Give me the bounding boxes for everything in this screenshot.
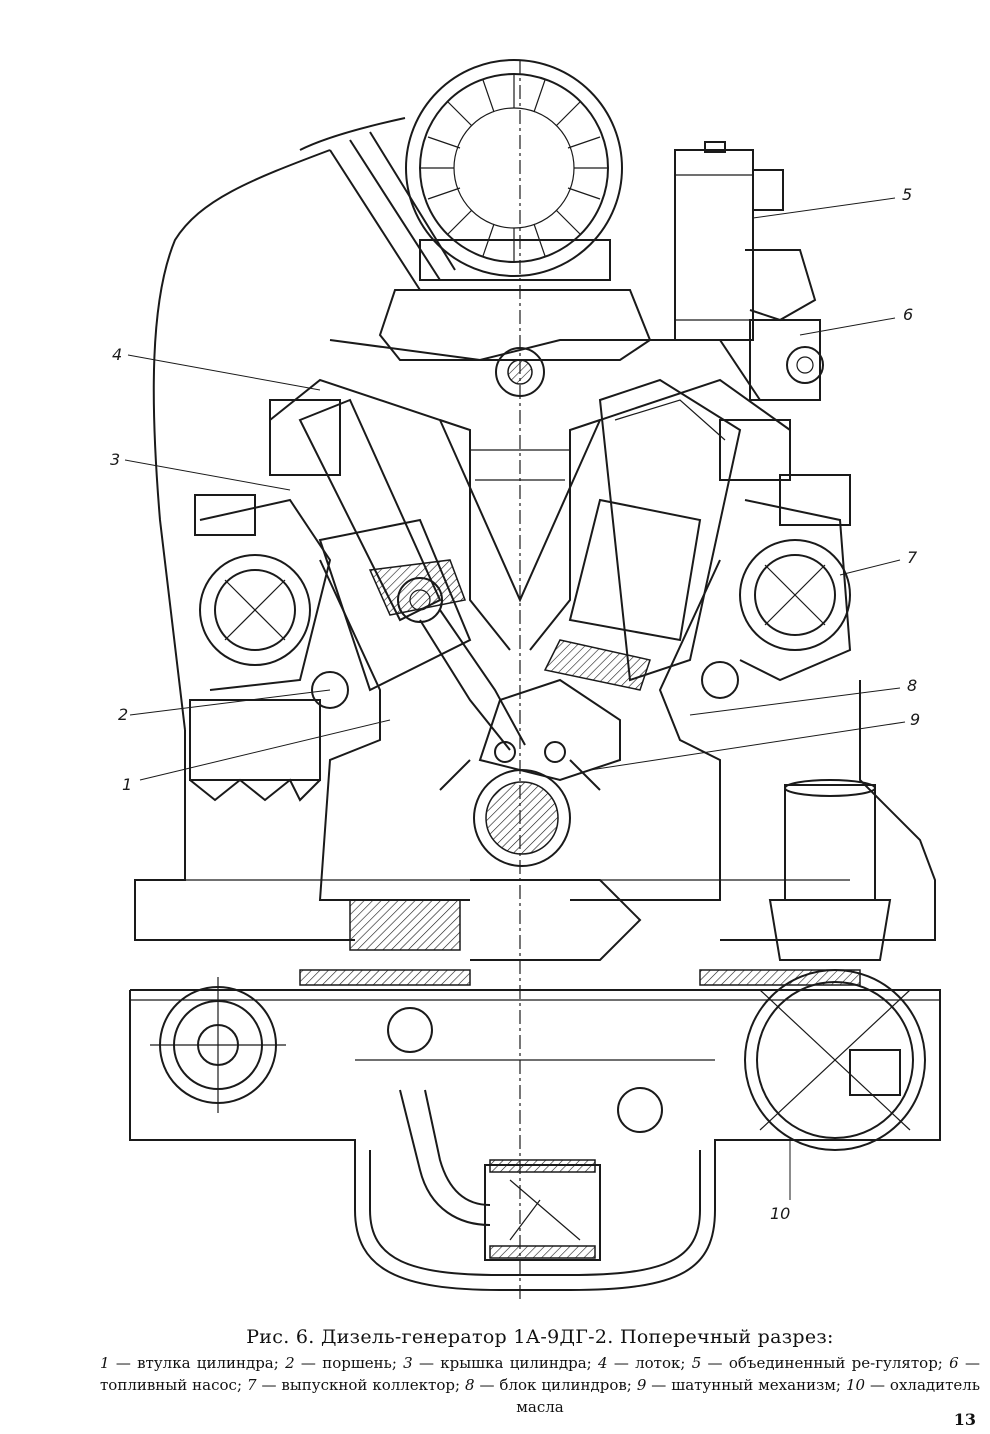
- caption-title: Рис. 6. Дизель-генератор 1А-9ДГ-2. Попер…: [246, 1326, 834, 1348]
- page-number: 13: [953, 1410, 976, 1429]
- callout-9: 9: [910, 710, 921, 729]
- callout-5: 5: [902, 185, 913, 204]
- legend-text: — лоток;: [607, 1354, 692, 1372]
- legend-text: — блок цилиндров;: [474, 1376, 637, 1394]
- oil-cooler: [744, 969, 926, 1151]
- legend-num: 3: [403, 1354, 413, 1372]
- callout-6: 6: [903, 305, 914, 324]
- legend-text: — поршень;: [294, 1354, 404, 1372]
- cylinder-block: [269, 378, 791, 901]
- legend-text: — втулка цилиндра;: [109, 1354, 286, 1372]
- callout-leaders: [124, 197, 906, 1200]
- legend-text: — выпускной коллектор;: [256, 1376, 465, 1394]
- callout-8: 8: [907, 676, 918, 695]
- right-cylinder: [543, 378, 791, 691]
- figure-caption: Рис. 6. Дизель-генератор 1А-9ДГ-2. Попер…: [100, 1326, 980, 1418]
- engine-base-frame: [129, 680, 941, 1210]
- legend-num: 7: [246, 1376, 257, 1394]
- legend-num: 6: [949, 1354, 959, 1372]
- air-filter: [405, 59, 623, 281]
- air-intake-duct: [152, 149, 331, 731]
- governor: [674, 141, 817, 341]
- legend-text: — крышка цилиндра;: [412, 1354, 599, 1372]
- legend-num: 5: [691, 1354, 702, 1372]
- fuel-pump: [749, 319, 824, 401]
- legend-num: 4: [598, 1354, 608, 1372]
- legend-num: 10: [845, 1376, 866, 1394]
- legend-num: 8: [464, 1376, 475, 1394]
- legend-num: 2: [285, 1354, 295, 1372]
- legend-text: — объединенный ре-гулятор;: [701, 1354, 950, 1372]
- oil-filter: [701, 661, 892, 961]
- callout-3: 3: [110, 450, 121, 469]
- bearing-housing: [150, 977, 286, 1113]
- callout-1: 1: [122, 775, 133, 794]
- legend-text: — охладитель масла: [516, 1376, 980, 1416]
- legend-text: — шатунный механизм;: [646, 1376, 846, 1394]
- connecting-rod-mechanism: [439, 678, 642, 961]
- callout-4: 4: [112, 345, 123, 364]
- legend-num: 1: [100, 1354, 110, 1372]
- oil-sump: [354, 1007, 716, 1291]
- callout-10: 10: [770, 1204, 791, 1223]
- caption-legend: 1 — втулка цилиндра; 2 — поршень; 3 — кр…: [100, 1352, 980, 1418]
- legend-text: — топливный насос;: [100, 1354, 980, 1394]
- legend-num: 9: [636, 1376, 647, 1394]
- fuel-filter: [189, 671, 349, 802]
- callout-7: 7: [907, 548, 918, 567]
- left-exhaust-manifold: [194, 494, 332, 691]
- callout-2: 2: [118, 705, 129, 724]
- left-cylinder: [269, 398, 526, 751]
- right-exhaust-manifold: [739, 474, 852, 682]
